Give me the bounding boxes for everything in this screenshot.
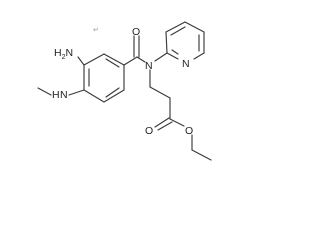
benzene-ring (83, 53, 125, 103)
ethyl-bond (191, 149, 212, 161)
pyridine-nitrogen: N (182, 58, 190, 70)
amino-label: H2N (54, 47, 73, 61)
methylamino-n: N (60, 89, 68, 101)
ester-carbonyl-double-bond (154, 117, 170, 128)
chemical-structure-diagram: ↵ H2N H N O N N (37, 21, 212, 161)
chain-bond (149, 86, 171, 99)
methylamino-h: H (52, 89, 60, 101)
amino-subscript: 2 (62, 54, 66, 61)
amide-nitrogen: N (145, 60, 153, 72)
ring-bond (103, 89, 125, 103)
ester-oxygen-bond (169, 118, 185, 127)
amino-h: H (54, 47, 62, 59)
ester-oxygen: O (185, 125, 193, 137)
stray-mark: ↵ (93, 27, 99, 34)
pyridine-ring (165, 21, 205, 60)
nitrogen-pyridine-bond (154, 52, 168, 62)
ring-carbonyl-bond (123, 56, 138, 66)
pyridine-double-bond (170, 26, 186, 36)
ring-bond (103, 53, 125, 66)
pyridine-bond (166, 52, 179, 60)
ester-carbonyl-oxygen: O (145, 125, 153, 137)
amino-n: N (66, 47, 74, 59)
pyridine-bond (165, 21, 186, 33)
carbonyl-oxygen: O (132, 26, 140, 38)
ring-double-bond (105, 58, 120, 68)
ester-carbonyl-double-bond (157, 121, 173, 131)
ring-bond (83, 89, 105, 103)
carbonyl-nitrogen-bond (136, 56, 146, 63)
methylamino-ring-bond (68, 89, 85, 96)
methyl-bond (37, 87, 52, 96)
pyridine-bond (184, 21, 205, 33)
pyridine-bond (193, 52, 205, 60)
ring-bond (83, 53, 105, 66)
pyridine-bond (165, 31, 168, 54)
ring-double-bond (105, 87, 120, 98)
amino-bond (77, 56, 85, 66)
pyridine-double-bond (171, 49, 179, 55)
